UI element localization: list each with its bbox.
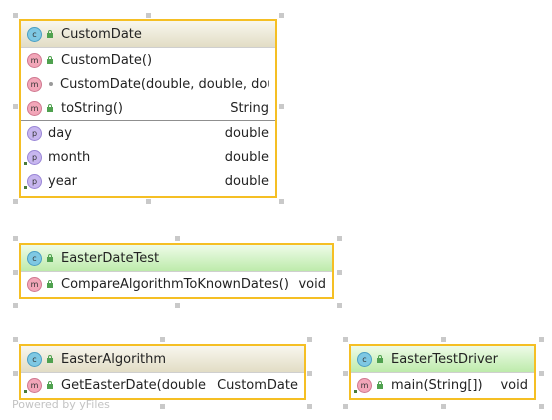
selection-handle[interactable] [337,270,342,275]
class-icon: c [27,26,42,42]
lock-icon [377,381,383,389]
class-icon: c [357,351,372,367]
static-marker-icon [24,390,27,393]
selection-handle[interactable] [13,236,18,241]
method-name: main(String[]) [391,377,483,393]
selection-handle[interactable] [175,236,180,241]
class-node-easteralgorithm[interactable]: c EasterAlgorithm m GetEasterDate(double… [19,344,306,400]
selection-handle[interactable] [160,404,165,409]
class-name: EasterAlgorithm [61,351,167,367]
class-node-customdate[interactable]: c CustomDate m CustomDate() m CustomDate… [19,19,277,198]
lock-icon [47,280,53,288]
field-type: double [224,125,269,141]
selection-handle[interactable] [539,404,544,409]
selection-handle[interactable] [146,199,151,204]
method-type: void [500,377,528,393]
selection-handle[interactable] [307,337,312,342]
field-row[interactable]: p day double [21,120,275,145]
selection-handle[interactable] [13,199,18,204]
selection-handle[interactable] [539,371,544,376]
selection-handle[interactable] [13,303,18,308]
static-marker-icon [354,390,357,393]
lock-icon [47,56,53,64]
selection-handle[interactable] [343,404,348,409]
selection-handle[interactable] [13,337,18,342]
field-name: month [48,149,91,165]
test-method-icon: m [27,276,42,292]
field-type: double [224,149,269,165]
class-header[interactable]: c EasterAlgorithm [21,346,304,373]
selection-handle[interactable] [279,199,284,204]
package-visibility-icon [49,82,53,86]
class-header[interactable]: c EasterTestDriver [351,346,534,373]
method-name: CustomDate() [61,52,153,68]
field-row[interactable]: p year double [21,169,275,193]
class-name: EasterTestDriver [391,351,498,367]
selection-handle[interactable] [160,337,165,342]
field-marker-icon [24,186,27,189]
class-name: EasterDateTest [61,250,160,266]
selection-handle[interactable] [279,13,284,18]
selection-handle[interactable] [146,13,151,18]
method-name: GetEasterDate(double) [61,377,208,393]
selection-handle[interactable] [307,404,312,409]
method-icon: m [357,377,372,393]
selection-handle[interactable] [337,236,342,241]
watermark: Powered by yFiles [12,398,110,411]
method-row[interactable]: m GetEasterDate(double) CustomDate [21,373,304,397]
field-name: day [48,125,72,141]
method-type: void [298,276,326,292]
lock-icon [47,381,53,389]
selection-handle[interactable] [13,13,18,18]
field-name: year [48,173,78,189]
selection-handle[interactable] [539,337,544,342]
selection-handle[interactable] [343,337,348,342]
selection-handle[interactable] [307,371,312,376]
selection-handle[interactable] [343,371,348,376]
class-node-easterdatetest[interactable]: c EasterDateTest m CompareAlgorithmToKno… [19,243,334,299]
method-row[interactable]: m CustomDate() [21,48,275,72]
field-row[interactable]: p month double [21,145,275,169]
method-type: String [230,100,269,116]
lock-icon [47,355,53,363]
lock-icon [47,254,53,262]
method-type: CustomDate [217,377,298,393]
selection-handle[interactable] [13,270,18,275]
selection-handle[interactable] [279,104,284,109]
property-icon: p [27,125,42,141]
lock-icon [47,30,53,38]
class-header[interactable]: c CustomDate [21,21,275,48]
method-icon: m [27,76,42,92]
method-name: CompareAlgorithmToKnownDates() [61,276,289,292]
lock-icon [47,104,53,112]
property-icon: p [27,173,42,189]
method-icon: m [27,100,42,116]
method-row[interactable]: m CustomDate(double, double, double) [21,72,275,96]
selection-handle[interactable] [13,104,18,109]
field-marker-icon [24,162,27,165]
method-name: CustomDate(double, double, double) [60,76,269,92]
class-header[interactable]: c EasterDateTest [21,245,332,272]
method-icon: m [27,52,42,68]
method-row[interactable]: m toString() String [21,96,275,120]
lock-icon [377,355,383,363]
selection-handle[interactable] [13,371,18,376]
class-node-eastertestdriver[interactable]: c EasterTestDriver m main(String[]) void [349,344,536,400]
selection-handle[interactable] [441,404,446,409]
selection-handle[interactable] [441,337,446,342]
method-name: toString() [61,100,123,116]
selection-handle[interactable] [337,303,342,308]
selection-handle[interactable] [175,303,180,308]
field-type: double [224,173,269,189]
method-row[interactable]: m CompareAlgorithmToKnownDates() void [21,272,332,296]
method-icon: m [27,377,42,393]
test-class-icon: c [27,250,42,266]
class-icon: c [27,351,42,367]
class-name: CustomDate [61,26,142,42]
method-row[interactable]: m main(String[]) void [351,373,534,397]
property-icon: p [27,149,42,165]
